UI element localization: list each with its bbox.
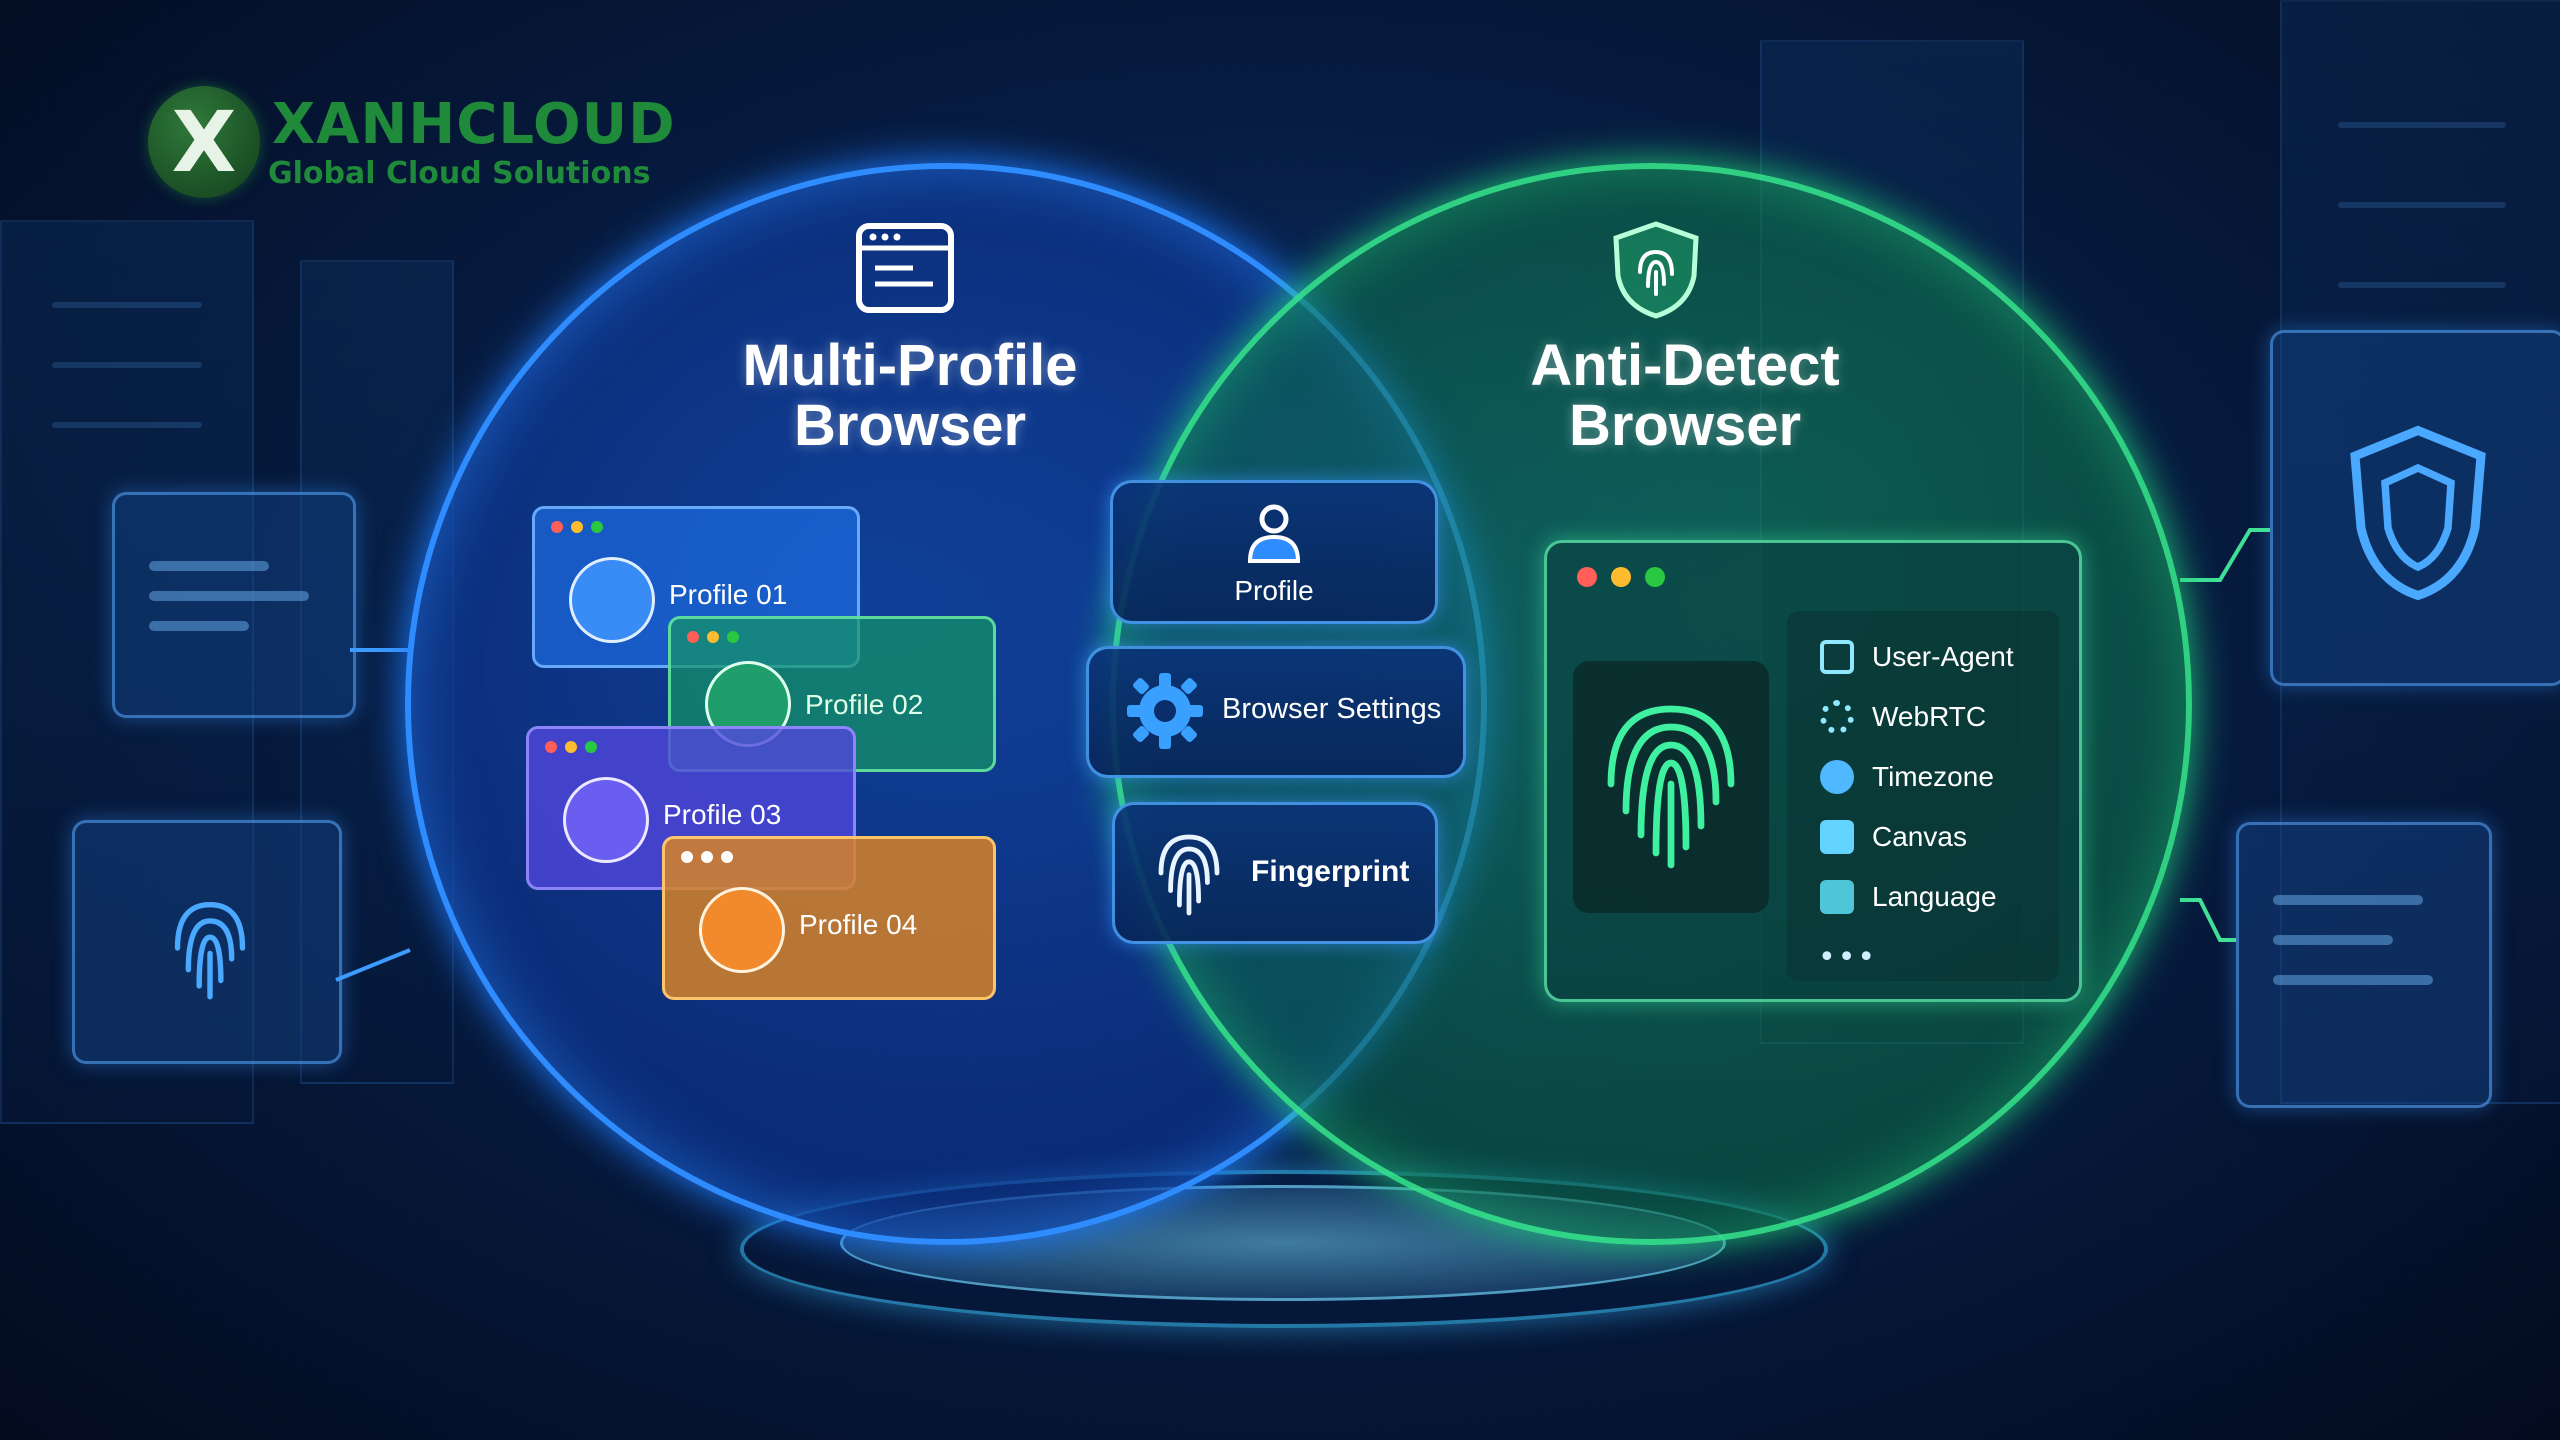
brand-logo-letter: X	[171, 93, 237, 191]
overlap-label-browser-settings: Browser Settings	[1222, 693, 1442, 725]
side-panel-top-right	[2270, 330, 2560, 686]
server-rack-left	[0, 220, 254, 1124]
side-panel-bottom-left	[72, 820, 342, 1064]
fingerprint-icon	[1158, 834, 1220, 916]
anti-detect-title-line1: Anti-Detect	[1530, 333, 1840, 398]
canvas-icon	[1820, 820, 1854, 854]
profile-label: Profile 03	[663, 799, 782, 830]
feature-label: Timezone	[1872, 761, 1994, 792]
feature-canvas: Canvas	[1820, 820, 1967, 854]
fingerprint-tile	[1573, 661, 1769, 913]
server-rack-right	[2280, 0, 2560, 1104]
feature-label: WebRTC	[1872, 701, 1987, 732]
profile-card-04[interactable]: Profile 04	[662, 836, 996, 1000]
feature-label: Language	[1872, 881, 1997, 912]
profile-label: Profile 01	[669, 579, 788, 610]
multi-profile-title-line2: Browser	[793, 393, 1027, 458]
avatar	[569, 557, 655, 643]
feature-webrtc: WebRTC	[1820, 700, 1986, 734]
overlap-item-browser-settings[interactable]: Browser Settings	[1086, 646, 1466, 778]
clock-icon	[1820, 760, 1854, 794]
feature-label: Canvas	[1872, 821, 1967, 852]
gear-icon	[1820, 700, 1854, 734]
profile-label: Profile 04	[799, 909, 918, 940]
shield-icon	[2350, 425, 2486, 601]
feature-label: User-Agent	[1872, 641, 2014, 672]
overlap-item-fingerprint[interactable]: Fingerprint	[1112, 802, 1438, 944]
more-features: •••	[1818, 940, 1878, 975]
brand-logo-mark: X	[148, 86, 260, 198]
gear-icon	[1127, 673, 1203, 749]
multi-profile-title: Multi-Profile Browser	[690, 336, 1130, 456]
browser-window-icon	[856, 223, 954, 313]
side-panel-bottom-right	[2236, 822, 2492, 1108]
shield-fingerprint-icon	[1613, 221, 1699, 319]
overlap-label-profile: Profile	[1234, 575, 1314, 606]
user-icon	[1247, 504, 1301, 563]
brand-name: XANHCLOUD	[272, 92, 676, 157]
platform-ring-outer	[740, 1170, 1828, 1328]
overlap-label-fingerprint: Fingerprint	[1251, 855, 1410, 888]
avatar	[563, 777, 649, 863]
language-icon	[1820, 880, 1854, 914]
feature-user-agent: User-Agent	[1820, 640, 2014, 674]
feature-timezone: Timezone	[1820, 760, 1994, 794]
anti-detect-title: Anti-Detect Browser	[1470, 336, 1900, 456]
anti-detect-panel	[1544, 540, 2082, 1002]
avatar	[699, 887, 785, 973]
overlap-item-profile[interactable]: Profile	[1110, 480, 1438, 624]
profile-label: Profile 02	[805, 689, 924, 720]
brand-tagline: Global Cloud Solutions	[268, 156, 651, 191]
fingerprint-icon	[174, 901, 246, 1000]
multi-profile-title-line1: Multi-Profile	[742, 333, 1078, 398]
fingerprint-icon	[1607, 705, 1735, 869]
window-icon	[1820, 640, 1854, 674]
anti-detect-title-line2: Browser	[1568, 393, 1802, 458]
feature-language: Language	[1820, 880, 1997, 914]
side-panel-top-left	[112, 492, 356, 718]
